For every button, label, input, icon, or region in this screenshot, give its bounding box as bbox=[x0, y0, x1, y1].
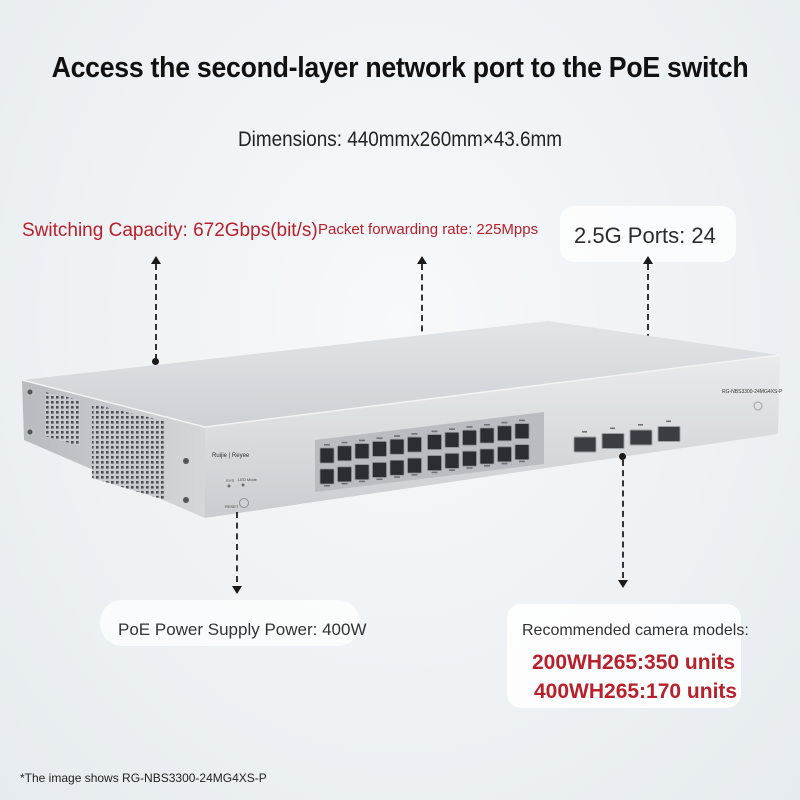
ethernet-port bbox=[372, 462, 387, 478]
sfp-port bbox=[657, 426, 681, 442]
ports-pill bbox=[560, 206, 736, 262]
footnote: *The image shows RG-NBS3300-24MG4XS-P bbox=[20, 771, 267, 785]
sfp-port bbox=[629, 429, 653, 446]
switching-capacity-label: Switching Capacity: 672Gbps(bit/s) bbox=[22, 220, 318, 241]
recommended-card bbox=[507, 604, 741, 708]
ethernet-port bbox=[462, 450, 477, 467]
port-led bbox=[359, 480, 365, 483]
port-led bbox=[341, 441, 348, 444]
port-led bbox=[431, 430, 438, 433]
ethernet-port bbox=[444, 431, 460, 448]
sys-led-label: SYS bbox=[226, 478, 234, 483]
ethernet-port bbox=[462, 429, 477, 446]
arrow-up-icon bbox=[151, 256, 161, 264]
ethernet-port bbox=[389, 459, 405, 476]
ethernet-port bbox=[427, 455, 442, 471]
ethernet-port bbox=[444, 452, 460, 469]
reset-label: RESET bbox=[225, 504, 239, 509]
port-led bbox=[501, 462, 508, 465]
dimensions-text: Dimensions: 440mmx260mm×43.6mm bbox=[237, 128, 563, 151]
ethernet-port-block bbox=[315, 412, 544, 492]
arrow-up-icon bbox=[643, 256, 653, 264]
ethernet-port bbox=[319, 468, 335, 485]
ethernet-port bbox=[407, 457, 422, 474]
port-led bbox=[376, 437, 383, 440]
sfp-led bbox=[582, 431, 587, 433]
ethernet-port bbox=[337, 466, 352, 483]
sfp-port bbox=[601, 433, 625, 449]
ethernet-port bbox=[337, 445, 352, 462]
poe-power-label: PoE Power Supply Power: 400W bbox=[118, 620, 367, 639]
leader-line-ports bbox=[647, 264, 649, 360]
recommended-model-1: 200WH265:350 units bbox=[532, 651, 736, 674]
port-led bbox=[394, 435, 400, 437]
port-led bbox=[359, 439, 365, 442]
leader-line-recommended bbox=[622, 460, 624, 578]
ethernet-port bbox=[407, 436, 422, 453]
ethernet-port bbox=[319, 447, 335, 464]
sfp-port-block bbox=[573, 420, 681, 453]
arrow-down-icon bbox=[232, 586, 242, 594]
port-led bbox=[466, 467, 473, 469]
port-led bbox=[466, 426, 473, 428]
packet-forwarding-label: Packet forwarding rate: 225Mpps bbox=[318, 221, 539, 238]
ethernet-port bbox=[497, 446, 512, 463]
model-label: RG-NBS3300-24MG4XS-P bbox=[722, 389, 783, 395]
port-led bbox=[431, 471, 438, 474]
ethernet-port bbox=[497, 425, 512, 442]
ethernet-port bbox=[389, 438, 405, 455]
port-led bbox=[519, 419, 525, 422]
ethernet-port bbox=[427, 434, 442, 450]
brand-mark: Ruijie | Reyee bbox=[212, 453, 250, 459]
anchor-dot bbox=[619, 453, 626, 460]
recommended-title: Recommended camera models: bbox=[522, 622, 749, 639]
ethernet-port bbox=[354, 464, 370, 481]
ethernet-port bbox=[372, 441, 387, 457]
recommended-model-2: 400WH265:170 units bbox=[534, 680, 738, 703]
port-led bbox=[394, 476, 400, 478]
sfp-led bbox=[610, 427, 615, 430]
leader-line-poe bbox=[236, 512, 238, 582]
ethernet-port bbox=[514, 444, 530, 461]
port-led bbox=[324, 485, 330, 487]
leader-line-packet bbox=[421, 264, 423, 362]
port-led bbox=[449, 428, 455, 430]
page-title: Access the second-layer network port to … bbox=[51, 52, 749, 84]
port-led bbox=[519, 460, 525, 463]
port-led bbox=[411, 474, 418, 476]
ethernet-port bbox=[514, 423, 530, 440]
sfp-led bbox=[638, 424, 643, 426]
port-led bbox=[411, 433, 418, 435]
port-led bbox=[484, 424, 490, 426]
leader-line-switching bbox=[155, 264, 157, 360]
led-mode-label: LED Mode bbox=[238, 477, 258, 482]
port-led bbox=[449, 469, 455, 471]
ports-label: 2.5G Ports: 24 bbox=[574, 223, 716, 248]
port-led bbox=[484, 465, 490, 467]
poe-pill bbox=[100, 600, 360, 646]
port-led bbox=[324, 444, 330, 446]
anchor-dot bbox=[152, 358, 159, 365]
ethernet-port bbox=[479, 448, 495, 465]
sfp-led bbox=[666, 420, 671, 423]
arrow-up-icon bbox=[417, 256, 427, 264]
ethernet-port bbox=[354, 443, 370, 460]
arrow-down-icon bbox=[618, 580, 628, 588]
port-led bbox=[341, 482, 348, 485]
ethernet-port bbox=[479, 427, 495, 444]
port-led bbox=[501, 421, 508, 424]
port-led bbox=[376, 478, 383, 481]
sfp-port bbox=[573, 436, 597, 453]
